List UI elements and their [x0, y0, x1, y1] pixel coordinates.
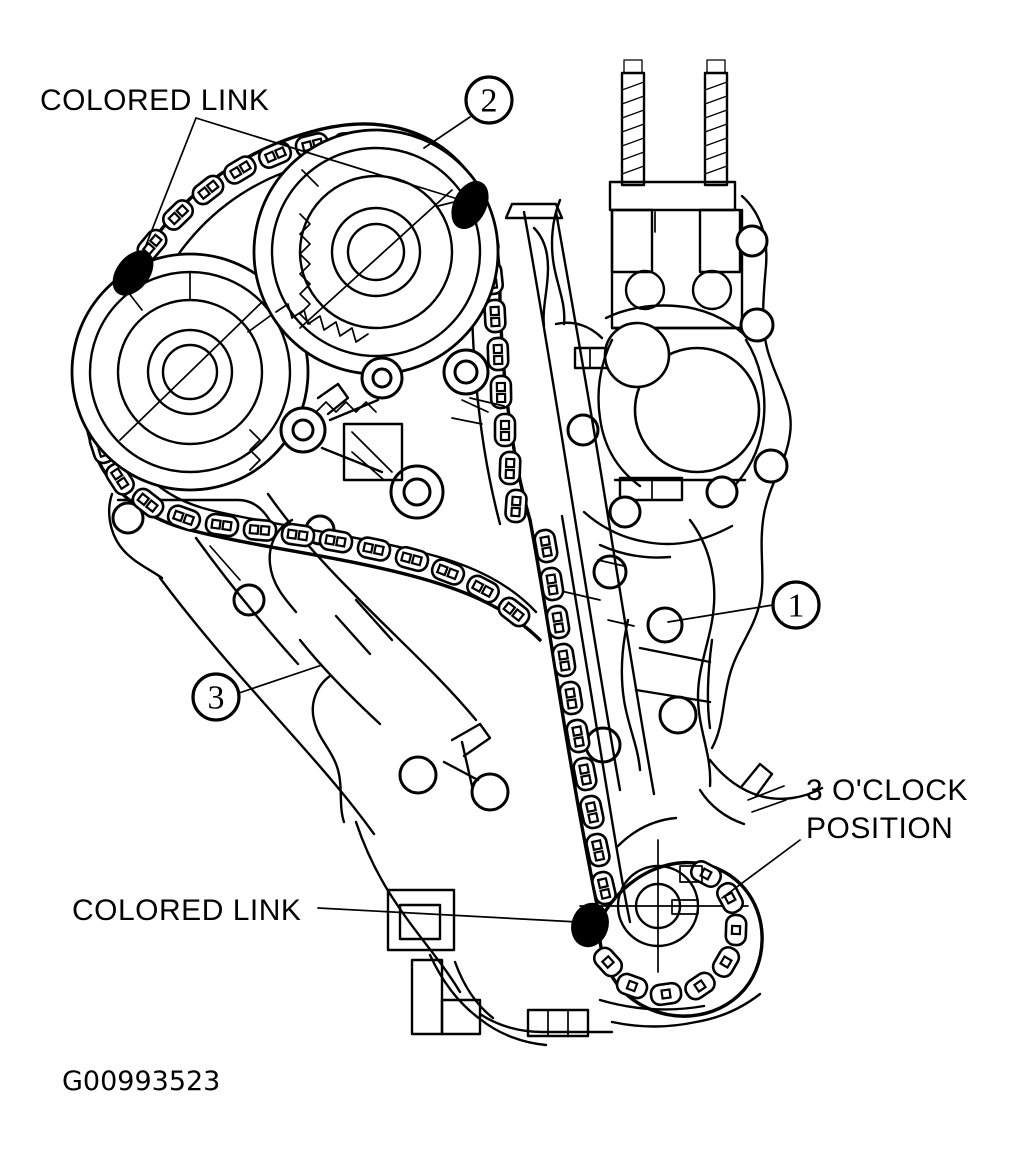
colored-link-left [112, 250, 154, 296]
colored-link-top-label: COLORED LINK [40, 84, 269, 117]
figure-id: G00993523 [62, 1066, 220, 1097]
leader-lines [138, 116, 801, 923]
bracket-stud-left [620, 59, 646, 187]
callout-2[interactable]: 2 [464, 75, 514, 125]
leader-callout-1 [667, 604, 774, 623]
callout-2-label: 2 [481, 83, 498, 120]
leader-callout-2 [423, 116, 471, 149]
chain-link-group-right [533, 528, 617, 906]
leader-colored-link-bottom [317, 907, 579, 923]
colored-link-crank [571, 902, 609, 948]
sprocket-teeth-texture [249, 213, 377, 471]
leader-colored-link-top-right [195, 117, 462, 201]
chain-link-group-crank [592, 860, 748, 1007]
leader-3-oclock-position [721, 839, 801, 899]
engine-block-outline [532, 59, 824, 826]
leader-callout-3 [238, 664, 323, 694]
leader-colored-link-top-left [138, 117, 197, 264]
three-oclock-position-label-line2: POSITION [806, 812, 953, 845]
left-camshaft-sprocket [70, 252, 310, 492]
idler-pulleys [279, 348, 505, 520]
timing-chain-right-run [504, 202, 656, 924]
three-oclock-position-label-line1: 3 O'CLOCK [806, 774, 968, 807]
colored-link-bottom-label: COLORED LINK [72, 894, 301, 927]
callout-1[interactable]: 1 [771, 580, 821, 630]
callout-3[interactable]: 3 [191, 672, 241, 722]
callout-3-label: 3 [208, 680, 225, 717]
callout-1-label: 1 [788, 588, 805, 625]
bracket-stud-right [703, 59, 729, 187]
crankshaft-sprocket-group [579, 816, 764, 1018]
right-camshaft-sprocket [252, 128, 500, 376]
